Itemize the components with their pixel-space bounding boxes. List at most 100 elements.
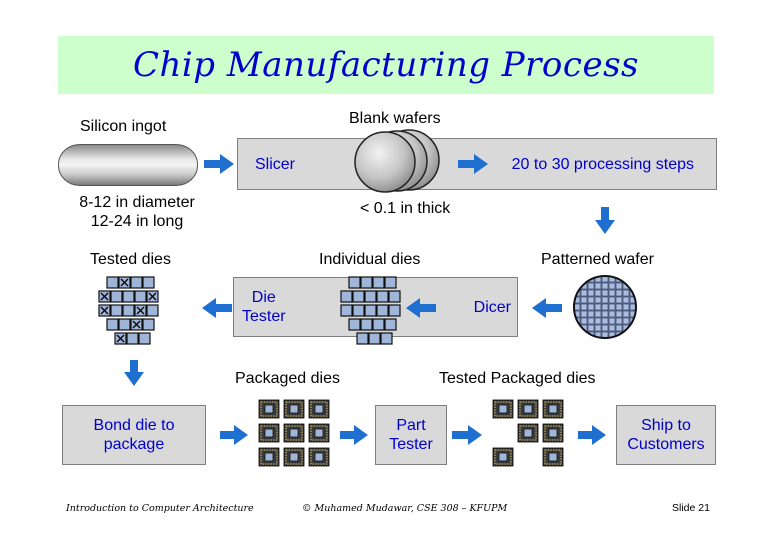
die [368,332,381,345]
packaged-chip [258,423,280,443]
wafer-cell [594,331,602,338]
die [376,304,389,317]
wafer-cell [608,310,616,318]
wafer-cell [601,289,609,297]
wafer-cell [587,289,595,297]
wafer-cell [601,276,609,283]
die [146,304,159,317]
packaged-chip [308,447,330,467]
step-bond-line1: Bond die to [93,417,175,434]
failed-die [98,290,111,303]
arrow-left-icon [406,298,436,318]
die [352,304,365,317]
footer-copyright: © Muhamed Mudawar, CSE 308 – KFUPM [302,503,508,514]
die [376,290,389,303]
wafer-cell [601,310,609,318]
label-silicon-ingot: Silicon ingot [80,118,167,135]
step-slicer: Slicer [255,155,296,173]
patterned-wafer-edge [573,275,637,339]
wafer-cell [608,324,616,332]
packaged-chip [542,447,564,467]
wafer-cell [594,282,602,290]
wafer-cell [587,282,595,290]
die [360,276,373,289]
packaged-chip [308,399,330,419]
die [106,276,119,289]
die [388,290,401,303]
wafer-cell [622,289,630,297]
die [110,304,123,317]
patterned-wafer-image [573,275,637,339]
step-ship-line2: Customers [627,436,705,453]
die [106,318,119,331]
packaged-chip [258,447,280,467]
packaged-chip [517,399,539,419]
arrow-left-icon [202,298,232,318]
packaged-chip [283,447,305,467]
blank-wafer-stack-image [354,129,440,193]
wafer-cell [615,310,623,318]
wafer-cell [574,303,581,311]
wafer-cell [622,310,630,318]
die [126,332,139,345]
die [118,318,131,331]
label-wafer-thickness: < 0.1 in thick [360,200,451,217]
arrow-right-icon [340,425,368,445]
arrow-left-icon [532,298,562,318]
wafer-cell [608,331,616,338]
wafer-cell [622,317,630,325]
die [122,304,135,317]
slide-title: Chip Manufacturing Process [133,45,639,85]
die [130,276,143,289]
failed-die [114,332,127,345]
wafer-cell [608,317,616,325]
die [134,290,147,303]
wafer-cell [608,289,616,297]
die [142,276,155,289]
label-tested-packaged-dies: Tested Packaged dies [439,370,596,387]
wafer-cell [580,303,588,311]
wafer-cell [574,310,581,318]
label-blank-wafers: Blank wafers [349,110,441,127]
wafer-cell [615,282,623,290]
wafer-cell [608,276,616,283]
step-ship: Ship to Customers [616,405,716,465]
die [348,318,361,331]
wafer-cell [629,296,636,304]
failed-die [134,304,147,317]
tested-packaged-dies-grid [492,399,564,467]
arrow-right-icon [220,425,248,445]
step-bond-line2: package [103,436,165,453]
wafer-cell [615,289,623,297]
footer-slide-number: Slide 21 [672,502,710,514]
packaged-chip [283,423,305,443]
die [384,276,397,289]
wafer-cell [587,296,595,304]
wafer-cell [622,303,630,311]
wafer-cell [594,310,602,318]
die [372,318,385,331]
wafer-cell [601,282,609,290]
packaged-chip [517,423,539,443]
wafer-cell [594,289,602,297]
wafer-cell [580,310,588,318]
tested-dies-grid [98,276,159,345]
failed-die [118,276,131,289]
failed-die [98,304,111,317]
wafer-cell [629,310,636,318]
packaged-chip [283,399,305,419]
wafer-cell [601,324,609,332]
step-part-tester-line1: Part [396,417,426,434]
die [364,290,377,303]
step-part-tester-line2: Tester [389,436,433,453]
step-dicer: Dicer [473,298,511,316]
label-ingot-length: 12-24 in long [90,213,184,230]
packaged-chip [492,447,514,467]
die [360,318,373,331]
arrow-down-icon [124,360,144,386]
arrow-right-icon [458,154,488,174]
wafer-cell [615,303,623,311]
die [364,304,377,317]
step-bond-die: Bond die to package [62,405,206,465]
